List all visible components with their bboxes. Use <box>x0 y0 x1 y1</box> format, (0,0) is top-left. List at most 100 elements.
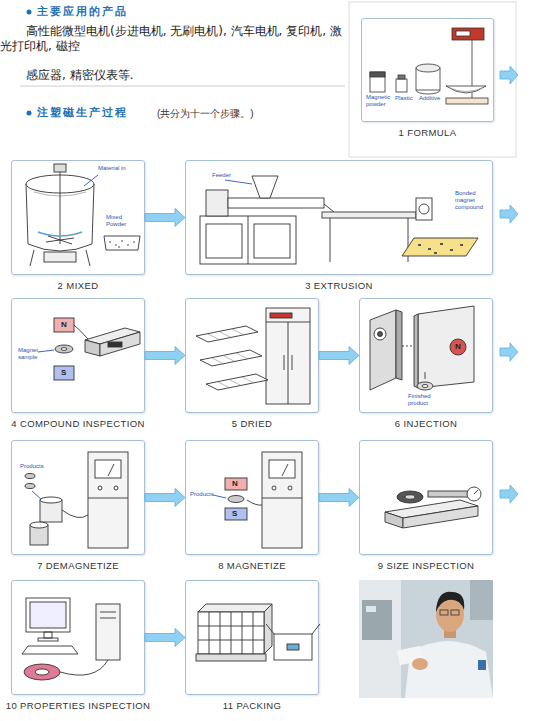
packing-illustration <box>287 644 299 650</box>
flow-arrow <box>145 209 185 227</box>
part-label: Bonded magnet compound <box>455 190 493 211</box>
demagnetizer-illustration <box>62 510 88 518</box>
extruder-illustration <box>416 198 432 220</box>
part-label: Magnet sample <box>18 347 40 361</box>
demagnetizer-illustration <box>32 491 42 500</box>
inspection-illustration <box>38 350 54 352</box>
gauge-illustration <box>405 495 415 499</box>
step-caption: 8 MAGNETIZE <box>218 560 286 571</box>
gauge-illustration <box>474 490 478 494</box>
mold-illustration <box>422 385 428 388</box>
demagnetizer-illustration <box>88 452 128 548</box>
oven-illustration <box>196 308 310 404</box>
part-label: Magnetic powder <box>366 94 396 108</box>
worker-photo <box>444 628 456 638</box>
magnetizer-illustration <box>262 498 302 499</box>
oven-illustration <box>270 313 292 318</box>
magnetizer-illustration <box>282 464 288 476</box>
oven-illustration <box>218 377 254 388</box>
formula-illustration <box>396 79 407 92</box>
pole-label: N <box>232 479 238 488</box>
part-label: Products <box>20 463 44 470</box>
oven-illustration <box>212 353 248 364</box>
computer-illustration <box>100 612 116 613</box>
formula-illustration <box>370 28 488 104</box>
demagnetizer-illustration <box>40 500 62 522</box>
demagnetizer-illustration <box>98 486 102 490</box>
extruder-illustration <box>252 176 278 198</box>
gauge-illustration <box>385 500 478 518</box>
step-caption: 11 PACKING <box>223 700 282 711</box>
worker-photo <box>470 580 493 620</box>
oven-illustration <box>196 326 268 390</box>
extruder-illustration <box>254 224 290 258</box>
wrap-arrow <box>500 343 518 361</box>
part-label: Additive <box>419 95 440 102</box>
mixer-illustration <box>133 241 135 243</box>
demagnetizer-illustration <box>114 486 118 490</box>
extruder-illustration <box>418 244 421 246</box>
demagnetizer-illustration <box>40 497 62 503</box>
extruder-illustration <box>322 212 416 218</box>
packing-illustration <box>198 612 264 654</box>
magnetizer-illustration <box>225 508 247 520</box>
flow-arrow <box>145 489 185 507</box>
section-heading: 主要应用的产品 <box>37 5 128 18</box>
formula-illustration <box>416 68 440 90</box>
mixer-illustration <box>127 244 129 246</box>
extruder-illustration <box>408 218 409 262</box>
wrap-arrow <box>500 485 518 503</box>
step-caption: 1 FORMULA <box>399 127 457 138</box>
mold-illustration <box>450 339 466 355</box>
part-label: Plastic <box>395 95 413 102</box>
formula-illustration <box>370 72 385 92</box>
mixer-illustration <box>38 232 82 236</box>
magnetizer-illustration <box>213 495 226 498</box>
computer-illustration <box>44 632 52 638</box>
mixer-illustration <box>46 236 74 244</box>
section-heading: 注塑磁生产过程 <box>37 106 128 119</box>
mixer-illustration <box>118 246 120 248</box>
worker-photo <box>405 641 493 698</box>
gauge-illustration <box>403 506 478 528</box>
step-box: 9 SIZE INSPECTION <box>359 440 493 555</box>
mold-illustration <box>414 314 418 388</box>
packing-illustration <box>196 604 320 661</box>
worker-photo <box>412 658 428 670</box>
magnetizer-illustration <box>288 486 292 490</box>
step-box: 3 EXTRUSION <box>185 160 493 275</box>
extruder-illustration <box>402 238 478 256</box>
oven-illustration <box>206 374 268 390</box>
body-text: 高性能微型电机(步进电机, 无刷电机), 汽车电机, 复印机, 激光打印机, 磁… <box>0 24 348 54</box>
separator-line <box>20 86 345 87</box>
step-box: 10 PROPERTIES INSPECTION <box>11 580 145 695</box>
mixer-illustration <box>26 175 94 193</box>
extruder-illustration <box>450 249 453 251</box>
extruder-illustration <box>428 248 431 250</box>
bullet-dot <box>27 111 32 116</box>
oven-illustration <box>266 322 310 323</box>
inspection-illustration <box>54 318 74 332</box>
magnetizer-illustration <box>269 460 295 478</box>
mold-illustration <box>374 328 386 340</box>
extruder-illustration <box>434 252 437 254</box>
inspection-illustration <box>85 340 100 356</box>
flow-arrow <box>319 489 359 507</box>
mold-illustration <box>402 346 414 347</box>
packing-illustration <box>198 612 264 654</box>
part-label: Finished product <box>408 393 446 407</box>
worker-photo <box>362 600 392 640</box>
gauge-illustration <box>385 512 403 528</box>
step-box: 2 MIXED <box>11 160 145 275</box>
mixer-illustration <box>121 240 123 242</box>
step-box: 7 DEMAGNETIZE <box>11 440 145 555</box>
step-caption: 3 EXTRUSION <box>305 280 373 291</box>
computer-illustration <box>22 598 120 680</box>
oven-illustration <box>266 308 310 404</box>
mixer-illustration <box>109 240 135 248</box>
oven-illustration <box>196 326 258 342</box>
magnetizer-illustration <box>247 500 262 505</box>
mixer-illustration <box>44 252 76 262</box>
worker-photo <box>440 610 448 615</box>
oven-illustration <box>200 350 262 366</box>
